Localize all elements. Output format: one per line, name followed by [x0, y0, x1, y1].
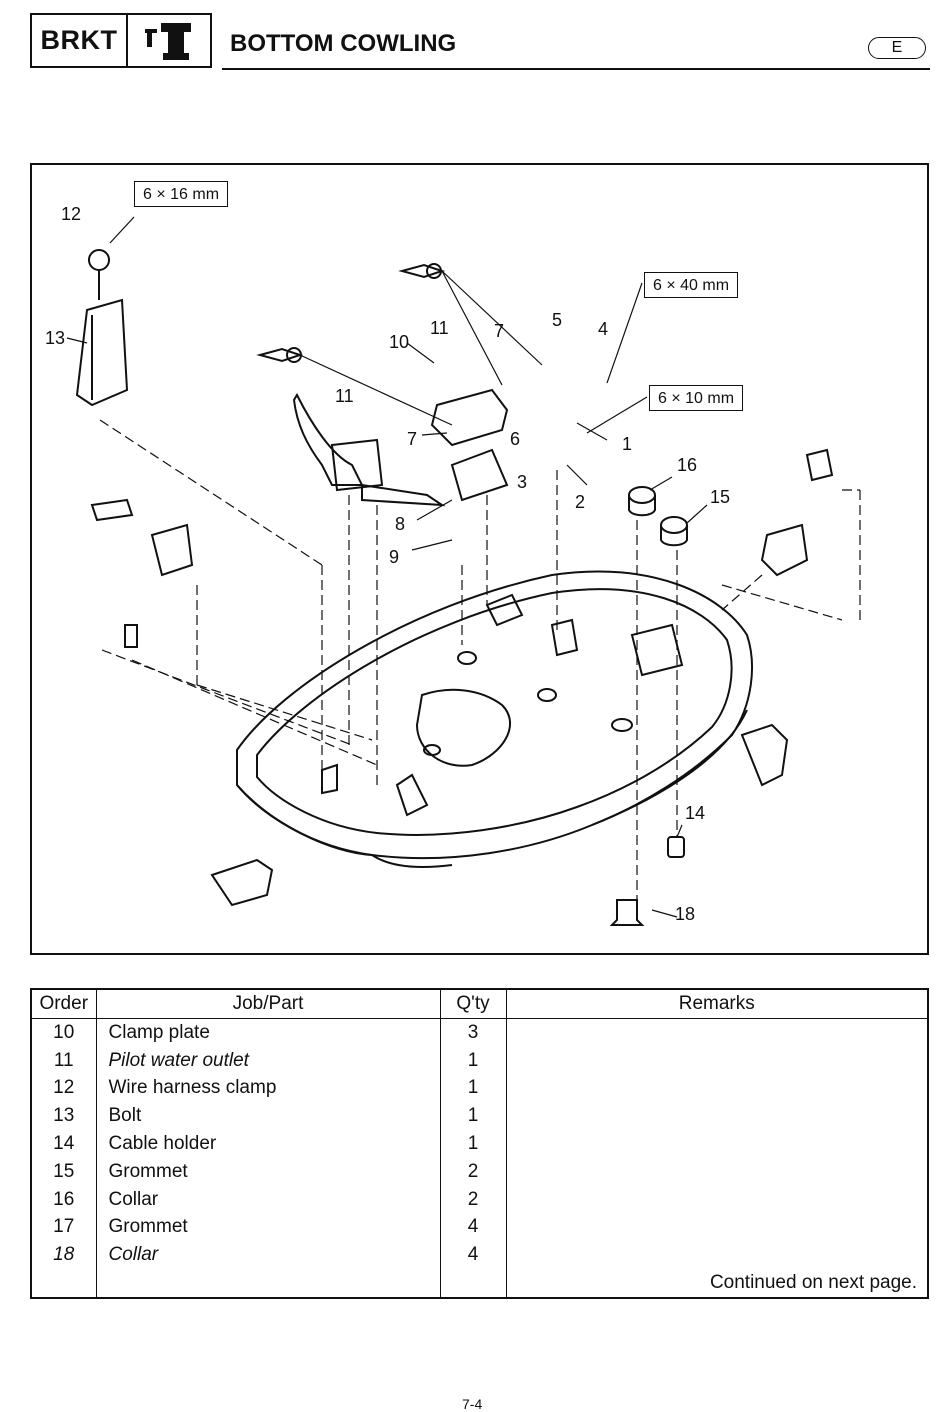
- part-cell: Collar: [95, 1185, 441, 1214]
- header-qty: Q'ty: [439, 988, 507, 1019]
- order-cell: 10: [30, 1018, 97, 1047]
- qty-cell: 2: [439, 1157, 507, 1186]
- table-row: 17 Grommet 4: [30, 1213, 929, 1242]
- part-cell: [95, 1269, 441, 1298]
- remarks-cell: [505, 1130, 929, 1158]
- bracket-tool-icon: [128, 15, 210, 66]
- qty-cell: 1: [439, 1046, 507, 1075]
- exploded-parts-diagram: 6 × 16 mm 6 × 40 mm 6 × 10 mm 12 13 10 1…: [30, 163, 929, 955]
- order-cell: 14: [30, 1130, 97, 1158]
- callout-13: 12: [61, 204, 82, 224]
- callout-6: 6: [510, 429, 521, 449]
- header-remarks: Remarks: [505, 988, 929, 1019]
- qty-cell: 2: [439, 1185, 507, 1214]
- part-cell: Cable holder: [95, 1130, 441, 1158]
- callout-7: 7: [407, 429, 418, 449]
- table-row: 13 Bolt 1: [30, 1102, 929, 1131]
- language-badge: E: [868, 37, 926, 59]
- callout-2: 2: [575, 492, 586, 512]
- parts-table: Order Job/Part Q'ty Remarks 10 Clamp pla…: [30, 988, 929, 1299]
- order-cell: 15: [30, 1157, 97, 1186]
- callout-10: 11: [430, 318, 449, 338]
- order-cell: 12: [30, 1074, 97, 1103]
- order-cell: 17: [30, 1213, 97, 1242]
- qty-cell: 1: [439, 1102, 507, 1131]
- dimension-label-4: 6 × 40 mm: [644, 272, 739, 298]
- table-header-row: Order Job/Part Q'ty Remarks: [30, 988, 929, 1019]
- remarks-cell: [505, 1157, 929, 1186]
- header-rule: [222, 68, 930, 70]
- header-job-part: Job/Part: [95, 988, 441, 1019]
- callout-12: 11: [335, 386, 354, 406]
- callout-7-top: 7: [494, 321, 505, 341]
- part-cell: Collar: [95, 1241, 441, 1270]
- dimension-label-1: 6 × 10 mm: [649, 385, 744, 411]
- continued-note: Continued on next page.: [505, 1269, 929, 1298]
- table-row: 14 Cable holder 1: [30, 1130, 929, 1158]
- callout-8: 8: [395, 514, 406, 534]
- callout-14: 13: [45, 328, 66, 348]
- callout-15: 15: [710, 487, 731, 507]
- table-row: Continued on next page.: [30, 1269, 929, 1298]
- qty-cell: 4: [439, 1241, 507, 1270]
- callout-17: 16: [677, 455, 698, 475]
- callout-3: 3: [517, 472, 528, 492]
- callout-11: 9: [389, 547, 400, 567]
- callout-4: 4: [598, 319, 609, 339]
- bottom-cowling-shell: [236, 570, 753, 860]
- part-cell: Grommet: [95, 1157, 441, 1186]
- remarks-cell: [505, 1102, 929, 1131]
- order-cell: 18: [30, 1241, 97, 1270]
- remarks-cell: [505, 1074, 929, 1103]
- section-header-box: BRKT: [30, 13, 212, 68]
- dimension-label-13: 6 × 16 mm: [134, 181, 229, 207]
- part-cell: Grommet: [95, 1213, 441, 1242]
- cowling-drawing: [66, 216, 861, 926]
- table-row: 11 Pilot water outlet 1: [30, 1046, 929, 1075]
- remarks-cell: [505, 1018, 929, 1047]
- callout-16: 14: [685, 803, 706, 823]
- order-cell: [30, 1269, 97, 1298]
- section-code: BRKT: [32, 15, 128, 66]
- header-order: Order: [30, 988, 97, 1019]
- remarks-cell: [505, 1213, 929, 1242]
- part-cell: Wire harness clamp: [95, 1074, 441, 1103]
- callout-1: 1: [622, 434, 633, 454]
- remarks-cell: [505, 1241, 929, 1270]
- table-row: 12 Wire harness clamp 1: [30, 1074, 929, 1103]
- order-cell: 16: [30, 1185, 97, 1214]
- qty-cell: 3: [439, 1018, 507, 1047]
- qty-cell: 1: [439, 1130, 507, 1158]
- page-title: BOTTOM COWLING: [230, 30, 457, 57]
- remarks-cell: [505, 1046, 929, 1075]
- table-row: 15 Grommet 2: [30, 1157, 929, 1186]
- table-row: 10 Clamp plate 3: [30, 1018, 929, 1047]
- qty-cell: [439, 1269, 507, 1298]
- callout-5: 5: [552, 310, 563, 330]
- callout-9: 10: [389, 332, 410, 352]
- part-cell: Pilot water outlet: [95, 1046, 441, 1075]
- qty-cell: 1: [439, 1074, 507, 1103]
- table-row: 16 Collar 2: [30, 1185, 929, 1214]
- order-cell: 11: [30, 1046, 97, 1075]
- page-number: 7-4: [462, 1396, 483, 1412]
- table-row: 18 Collar 4: [30, 1241, 929, 1270]
- part-cell: Bolt: [95, 1102, 441, 1131]
- remarks-cell: [505, 1185, 929, 1214]
- qty-cell: 4: [439, 1213, 507, 1242]
- order-cell: 13: [30, 1102, 97, 1131]
- part-cell: Clamp plate: [95, 1018, 441, 1047]
- callout-18: 18: [675, 904, 696, 924]
